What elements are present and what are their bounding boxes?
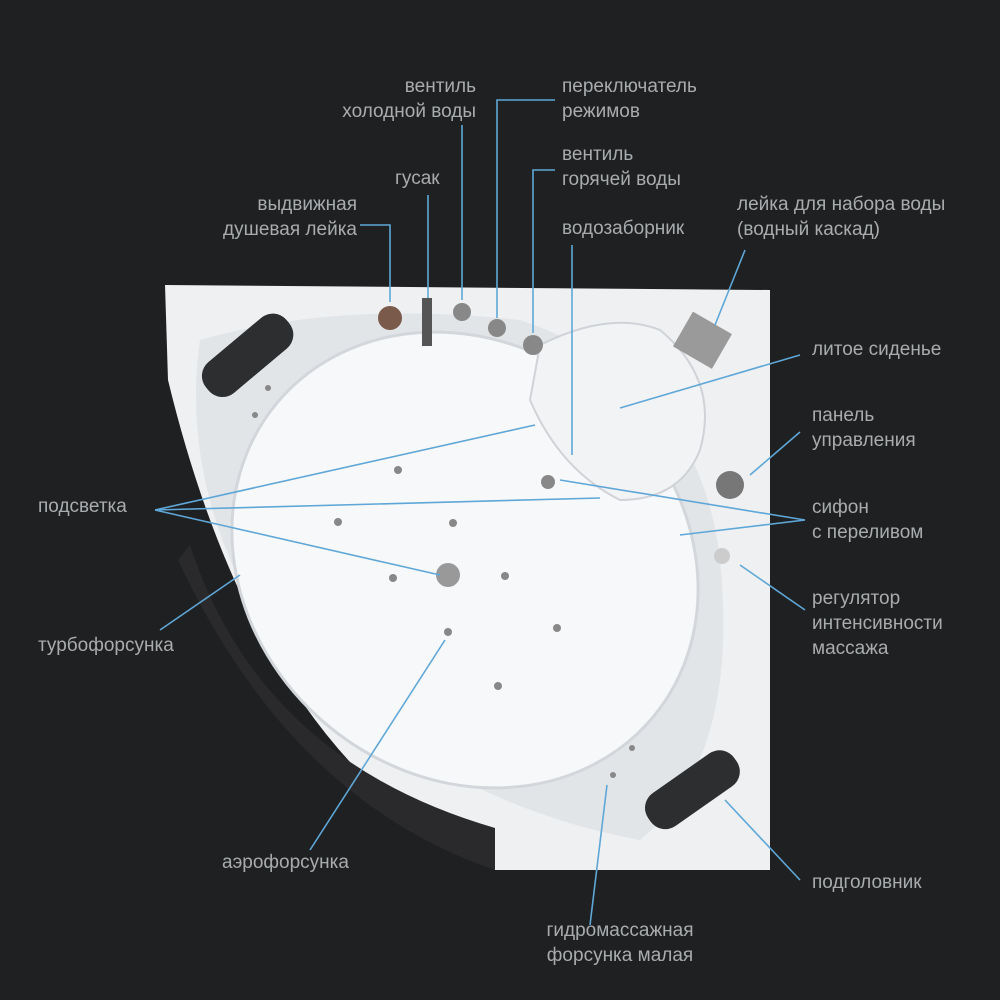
molded-seat — [528, 321, 706, 502]
tub-apron — [178, 545, 495, 870]
label-lighting: подсветка — [38, 496, 127, 517]
headrest-bottom — [645, 750, 740, 830]
massage-regulator — [714, 548, 730, 564]
headrest-top — [201, 313, 294, 398]
label-headrest: подголовник — [812, 872, 922, 893]
cold-valve — [453, 303, 471, 321]
drain — [436, 563, 460, 587]
label-turbo: турбофорсунка — [38, 635, 174, 656]
label-spout: гусак — [395, 168, 440, 189]
jets — [252, 385, 635, 778]
shower-head — [378, 306, 402, 330]
control-panel — [716, 471, 744, 499]
hot-valve — [523, 335, 543, 355]
label-aero: аэрофорсунка — [222, 852, 349, 873]
label-seat: литое сиденье — [812, 339, 942, 360]
label-cascade: лейка для набора воды(водный каскад) — [737, 194, 946, 240]
spout — [422, 298, 432, 346]
mode-switch — [488, 319, 506, 337]
leader-lines — [154, 99, 806, 926]
label-intake: водозаборник — [562, 218, 685, 239]
cascade-spout — [672, 311, 732, 369]
